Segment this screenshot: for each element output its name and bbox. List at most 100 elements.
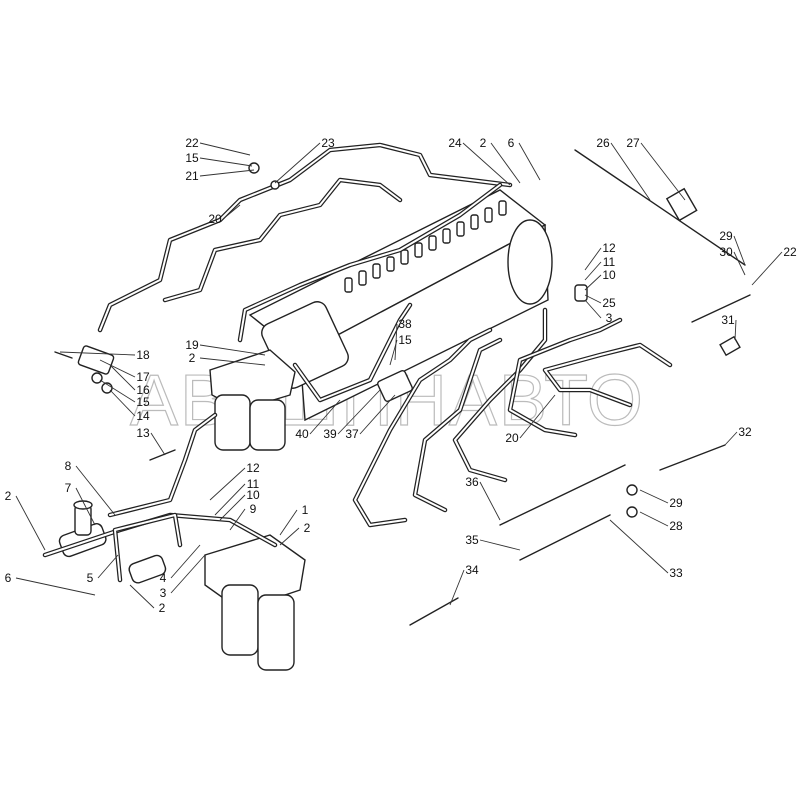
callout-number: 37 (345, 427, 359, 441)
outlet-fitting (400, 249, 409, 265)
callout-number: 15 (185, 151, 199, 165)
leader-line (15, 495, 46, 551)
callout-12: 12 (209, 461, 260, 501)
callout-number: 2 (480, 136, 487, 150)
callout-number: 10 (246, 488, 260, 502)
leader-line (309, 399, 341, 435)
callout-29: 29 (719, 229, 746, 266)
callout-number: 11 (247, 477, 260, 491)
callout-number: 16 (136, 383, 150, 397)
outlet-fitting (344, 277, 353, 293)
leader-line (214, 483, 246, 516)
callout-number: 22 (185, 136, 199, 150)
callout-2: 2 (5, 489, 46, 551)
callout-14: 14 (109, 389, 150, 423)
callout-number: 34 (465, 563, 479, 577)
callout-number: 31 (721, 313, 735, 327)
callout-2: 2 (129, 584, 166, 615)
callout-35: 35 (465, 533, 521, 551)
callout-number: 38 (398, 317, 412, 331)
callout-number: 11 (603, 255, 616, 269)
callout-11: 11 (584, 255, 616, 281)
callout-13: 13 (136, 426, 166, 456)
callout-number: 3 (606, 311, 613, 325)
callout-number: 39 (323, 427, 337, 441)
callout-number: 3 (160, 586, 167, 600)
leader-line (99, 359, 136, 378)
leader-line (733, 235, 746, 266)
outlet-fitting (498, 200, 507, 216)
outlet-fitting (428, 235, 437, 251)
leader-line (199, 169, 255, 177)
leader-line (584, 299, 602, 319)
callout-number: 32 (738, 425, 752, 439)
callout-6: 6 (508, 136, 541, 181)
callout-number: 26 (596, 136, 610, 150)
callout-number: 35 (465, 533, 479, 547)
leader-line (99, 379, 136, 403)
leader-line (129, 584, 155, 609)
callout-20: 20 (208, 204, 241, 226)
leader-line (337, 389, 381, 435)
callout-39: 39 (323, 389, 381, 441)
callout-number: 1 (302, 503, 309, 517)
callout-number: 15 (398, 333, 412, 347)
callout-number: 10 (602, 268, 616, 282)
callout-33: 33 (609, 519, 683, 580)
callout-number: 2 (159, 601, 166, 615)
outlet-fitting (358, 270, 367, 286)
callout-2: 2 (189, 351, 266, 366)
leader-line (75, 465, 116, 516)
callout-number: 7 (65, 481, 72, 495)
callout-number: 4 (160, 571, 167, 585)
callout-18: 18 (59, 348, 150, 362)
leader-line (610, 142, 651, 201)
coarse-fuel-filter (209, 349, 296, 451)
callout-number: 20 (505, 431, 519, 445)
callout-number: 6 (508, 136, 515, 150)
outlet-fitting (484, 207, 493, 223)
callout-36: 36 (465, 475, 501, 521)
leader-line (279, 527, 300, 546)
leader-line (609, 519, 669, 574)
leader-line (490, 142, 521, 184)
callout-number: 33 (669, 566, 683, 580)
leader-line (584, 274, 602, 291)
leader-line (170, 544, 201, 579)
leader-line (15, 577, 96, 596)
callout-4: 4 (160, 544, 201, 585)
callout-31: 31 (721, 313, 737, 341)
callout-22: 22 (185, 136, 251, 156)
callout-number: 13 (136, 426, 150, 440)
callout-23: 23 (274, 136, 335, 184)
leader-line (389, 339, 398, 366)
leader-line (59, 351, 136, 356)
callout-34: 34 (449, 563, 479, 606)
callout-15: 15 (389, 333, 412, 366)
callout-7: 7 (65, 481, 96, 526)
leader-line (219, 494, 246, 521)
callout-25: 25 (584, 294, 616, 310)
callout-30: 30 (719, 245, 746, 276)
leader-line (584, 294, 602, 304)
callout-10: 10 (584, 268, 616, 291)
callout-3: 3 (160, 554, 206, 600)
callout-number: 9 (250, 502, 257, 516)
callout-number: 20 (208, 212, 222, 226)
callout-6: 6 (5, 571, 96, 596)
leader-line (724, 431, 738, 446)
callout-15: 15 (99, 379, 150, 409)
callout-27: 27 (626, 136, 686, 201)
callout-number: 21 (185, 169, 199, 183)
outlet-fitting (442, 228, 451, 244)
leader-line (109, 389, 136, 417)
callout-22: 22 (751, 245, 797, 286)
callout-number: 19 (185, 338, 199, 352)
leader-line (199, 142, 251, 156)
callout-number: 40 (295, 427, 309, 441)
callout-number: 6 (5, 571, 12, 585)
leader-line (109, 364, 136, 391)
fine-fuel-filter (204, 534, 306, 671)
